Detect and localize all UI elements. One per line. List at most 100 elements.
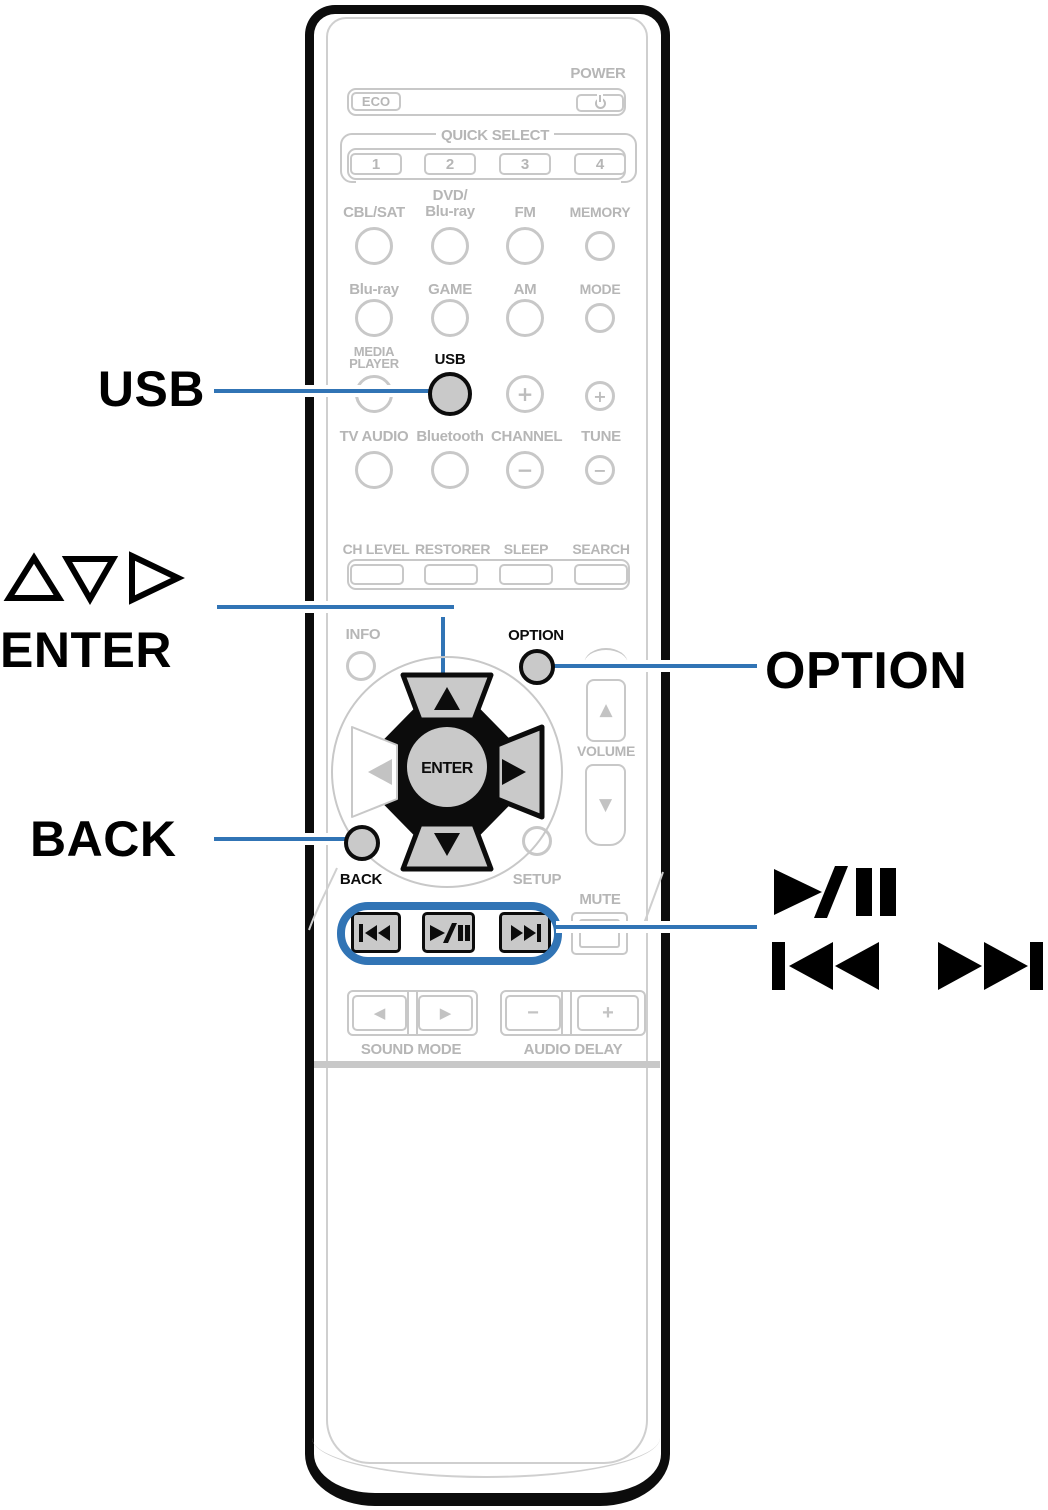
cursor-pad-ring [331,656,563,888]
usb-label: USB [434,351,466,368]
game-button[interactable] [431,299,469,337]
tune-label: TUNE [581,428,621,445]
play-pause-icon [429,922,470,943]
tune-down-button[interactable]: − [585,455,615,485]
enter-callout-label: ENTER [0,622,172,678]
dvd-button[interactable] [431,227,469,265]
fm-label: FM [514,204,536,221]
remote-bottom-curve [312,1390,660,1478]
am-label: AM [513,281,537,298]
quick-select-legend: QUICK SELECT [436,128,555,143]
usb-callout-line [214,385,430,397]
blu-ray-button[interactable] [355,299,393,337]
quick-select-1-button[interactable]: 1 [350,153,402,175]
option-callout-line [551,660,757,672]
remote-slide-divider [314,1061,660,1068]
search-button[interactable] [574,564,628,585]
tv-audio-button[interactable] [355,451,393,489]
quick-select-bracket-mask [356,179,621,185]
play-pause-button[interactable] [422,912,475,953]
sound-mode-divider [407,990,418,1036]
option-button[interactable] [519,649,555,685]
sound-mode-left-icon: ◀ [373,1003,386,1022]
cursor-left-icon [368,759,392,785]
ch-level-button[interactable] [350,564,404,585]
volume-housing-arc [584,648,628,664]
cursor-up-icon [434,687,460,710]
memory-button[interactable] [585,231,615,261]
transport-callout-line [556,921,757,933]
info-button[interactable] [346,651,376,681]
volume-label: VOLUME [576,743,636,759]
cbl-sat-button[interactable] [355,227,393,265]
memory-label: MEMORY [569,204,631,220]
power-button[interactable] [576,94,624,112]
bluetooth-label: Bluetooth [416,428,484,445]
transport-highlight [337,902,562,965]
sleep-label: SLEEP [503,541,549,557]
option-label: OPTION [508,627,564,644]
audio-delay-minus-button[interactable]: − [505,995,561,1031]
tune-up-button[interactable]: + [585,381,615,411]
sound-mode-right-button[interactable]: ▶ [418,995,473,1031]
mute-label: MUTE [579,891,621,908]
option-callout-label: OPTION [765,642,968,700]
setup-button[interactable] [522,826,552,856]
audio-delay-label: AUDIO DELAY [523,1041,623,1058]
sound-mode-label: SOUND MODE [360,1041,462,1058]
cbl-sat-label: CBL/SAT [343,204,405,221]
media-player-label-line1: MEDIA [353,344,395,359]
volume-up-button[interactable]: ▲ [586,679,626,742]
ch-level-label: CH LEVEL [342,541,410,557]
bluetooth-button[interactable] [431,451,469,489]
dvd-label-line1: DVD/ [432,187,468,204]
power-label: POWER [570,65,626,82]
eco-button[interactable]: ECO [351,92,401,111]
audio-delay-divider [561,990,572,1036]
game-label: GAME [428,281,472,298]
enter-button[interactable] [407,727,487,807]
cursor-triangles-icon [3,551,185,605]
quick-select-4-button[interactable]: 4 [574,153,626,175]
quick-select-2-button[interactable]: 2 [424,153,476,175]
sound-mode-left-button[interactable]: ◀ [352,995,407,1031]
enter-button-label: ENTER [421,760,474,777]
restorer-button[interactable] [424,564,478,585]
cursor-down-icon [434,833,460,856]
power-icon [594,97,606,109]
fm-button[interactable] [506,227,544,265]
info-label: INFO [345,626,381,643]
tv-audio-label: TV AUDIO [339,428,409,445]
volume-up-icon: ▲ [599,700,613,720]
search-label: SEARCH [572,541,630,557]
back-label: BACK [339,871,383,888]
sleep-button[interactable] [499,564,553,585]
enter-callout-line-vertical [437,617,449,675]
cursor-pad[interactable]: ENTER [330,653,564,889]
left-housing-curve [308,867,338,931]
back-callout-line [214,833,350,845]
skip-callout-icon [772,942,1043,990]
am-button[interactable] [506,299,544,337]
mode-button[interactable] [585,303,615,333]
restorer-label: RESTORER [415,541,491,557]
usb-callout-label: USB [97,361,205,417]
usb-button[interactable] [428,372,472,416]
channel-down-button[interactable]: − [506,451,544,489]
mode-label: MODE [579,281,621,297]
media-player-label-line2: PLAYER [349,356,399,371]
setup-label: SETUP [512,871,562,888]
back-callout-label: BACK [30,811,177,867]
back-button[interactable] [344,825,380,861]
volume-down-icon: ▼ [598,794,613,815]
audio-delay-plus-button[interactable]: + [577,995,639,1031]
channel-up-button[interactable]: + [506,375,544,413]
channel-label: CHANNEL [491,428,563,445]
blu-ray-label: Blu-ray [349,281,399,298]
volume-down-button[interactable]: ▼ [585,764,626,846]
mute-button-inner [579,919,620,948]
cursor-right-icon [502,759,526,785]
sound-mode-right-icon: ▶ [439,1003,452,1022]
quick-select-3-button[interactable]: 3 [499,153,551,175]
